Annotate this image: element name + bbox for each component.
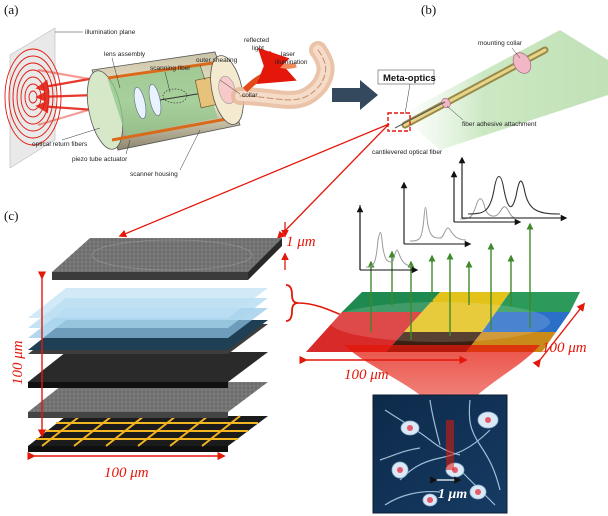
label-scanner-housing: scanner housing bbox=[130, 171, 178, 178]
panel-label-a: (a) bbox=[4, 2, 18, 17]
callout-lines bbox=[118, 123, 390, 240]
label-mounting-collar: mounting collar bbox=[478, 40, 523, 47]
label-lens-assembly: lens assembly bbox=[104, 51, 146, 58]
grid-lines bbox=[36, 415, 258, 447]
label-laser-illumination-1: laser bbox=[281, 51, 296, 58]
neuron-image bbox=[372, 394, 508, 514]
spectral-arrows bbox=[367, 222, 534, 340]
label-illumination-plane: illumination plane bbox=[85, 29, 136, 36]
label-outer-sheating: outer sheating bbox=[196, 57, 238, 64]
scanner-housing bbox=[86, 51, 244, 151]
fiber-probe bbox=[394, 30, 608, 150]
label-meta-optics: Meta-optics bbox=[383, 73, 436, 84]
filter-width-label: 100 μm bbox=[344, 367, 389, 383]
panel-label-c: (c) bbox=[4, 208, 18, 223]
meta-optics-highlight-box bbox=[387, 112, 411, 132]
spectrum-plot-1 bbox=[356, 205, 419, 274]
illumination-rays bbox=[35, 68, 96, 127]
stack-height-label: 100 μm bbox=[10, 340, 26, 385]
label-collar: collar bbox=[242, 92, 258, 99]
stack-width-label: 100 μm bbox=[104, 465, 149, 481]
panel-b-labels: mounting collar Meta-optics fiber adhesi… bbox=[372, 40, 537, 156]
transition-arrow bbox=[332, 80, 378, 110]
thickness-label: 1 μm bbox=[286, 234, 316, 250]
label-laser-illumination-2: illumination bbox=[275, 59, 308, 66]
layer-brace bbox=[285, 284, 299, 322]
label-cantilevered-fiber: cantilevered optical fiber bbox=[372, 149, 443, 156]
label-fiber-adhesive: fiber adhesive attachment bbox=[462, 121, 537, 128]
metasurface-stack bbox=[28, 238, 282, 452]
fiber-bundle bbox=[231, 41, 335, 109]
laser-arrows bbox=[242, 47, 297, 93]
color-filter-plane bbox=[306, 292, 580, 352]
label-reflected-light-1: reflected bbox=[244, 37, 269, 44]
label-reflected-light-2: light bbox=[252, 45, 264, 52]
spectrum-plot-4 bbox=[458, 156, 568, 222]
panel-a-labels: illumination plane lens assembly scannin… bbox=[32, 29, 308, 178]
label-optical-return-fibers: optical return fibers bbox=[32, 141, 88, 148]
label-piezo-tube-actuator: piezo tube actuator bbox=[72, 156, 128, 163]
label-scanning-fiber: scanning fiber bbox=[150, 65, 191, 72]
stack-dimensions bbox=[27, 271, 226, 461]
cell-scale-label: 1 μm bbox=[438, 487, 467, 502]
spectrum-plot-3 bbox=[450, 170, 522, 226]
spectrum-plot-2 bbox=[400, 181, 472, 248]
filter-depth-label: 100 μm bbox=[542, 340, 587, 356]
panel-label-b: (b) bbox=[421, 2, 436, 17]
